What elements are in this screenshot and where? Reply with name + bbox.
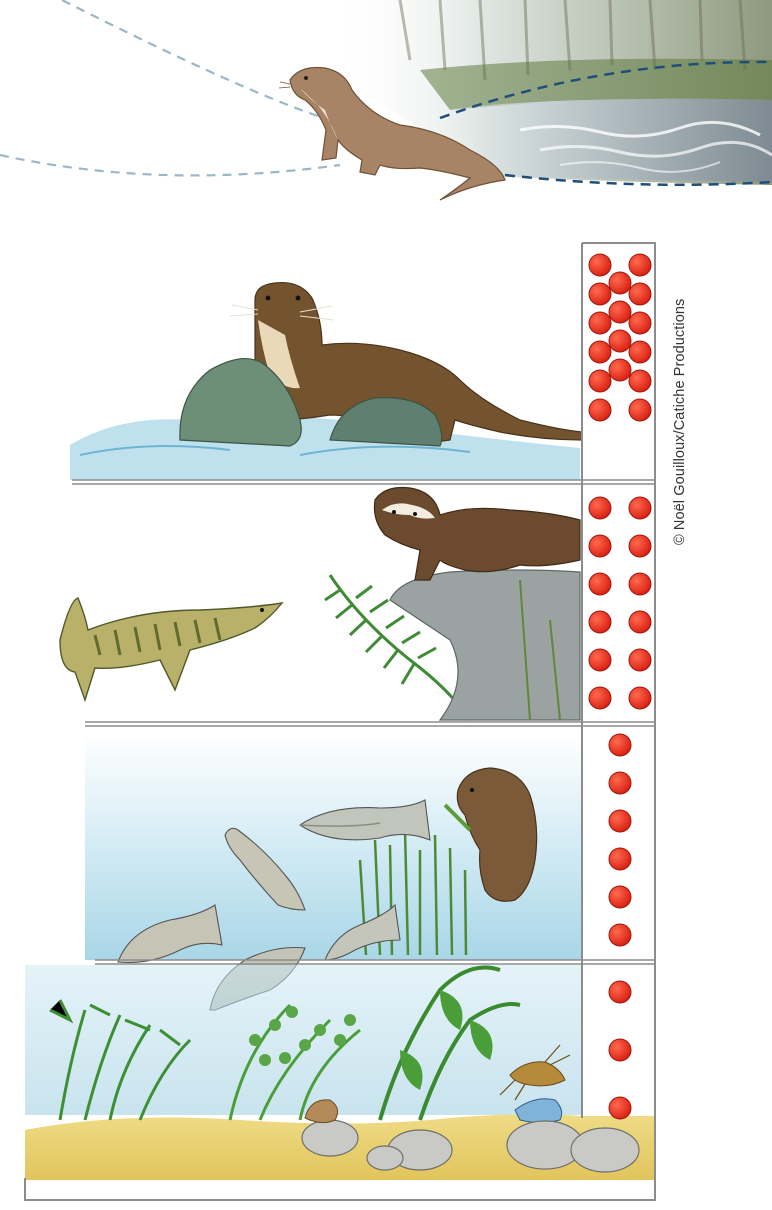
energy-dot-otter-9	[589, 370, 611, 392]
energy-dot-fish-vole-2	[609, 772, 631, 794]
energy-dot-otter-11	[589, 399, 611, 421]
energy-dot-polecat-pike-5	[589, 573, 611, 595]
energy-dot-otter-2	[629, 254, 651, 276]
energy-dot-otter-13	[609, 272, 631, 294]
energy-dot-otter-4	[629, 283, 651, 305]
energy-dot-otter-14	[609, 301, 631, 323]
energy-dot-fish-vole-1	[609, 734, 631, 756]
energy-dot-otter-12	[629, 399, 651, 421]
energy-dot-polecat-pike-2	[629, 497, 651, 519]
photo-credit: © Noël Gouilloux/Catiche Productions	[672, 299, 688, 545]
energy-dot-otter-8	[629, 341, 651, 363]
energy-dot-polecat-pike-12	[629, 687, 651, 709]
dashed-arc-left	[62, 0, 330, 120]
dashed-arc-bottom	[0, 155, 340, 175]
energy-dot-plants-invertebrates-3	[609, 1097, 631, 1119]
energy-dots-column	[589, 254, 651, 1119]
energy-dot-polecat-pike-1	[589, 497, 611, 519]
energy-dot-fish-vole-6	[609, 924, 631, 946]
energy-dot-polecat-pike-11	[589, 687, 611, 709]
energy-dot-polecat-pike-8	[629, 611, 651, 633]
energy-dot-plants-invertebrates-1	[609, 981, 631, 1003]
pike-illustration	[60, 598, 282, 700]
energy-dot-otter-6	[629, 312, 651, 334]
energy-dot-otter-15	[609, 330, 631, 352]
energy-dot-fish-vole-5	[609, 886, 631, 908]
energy-dot-polecat-pike-3	[589, 535, 611, 557]
energy-dot-polecat-pike-4	[629, 535, 651, 557]
energy-dot-plants-invertebrates-2	[609, 1039, 631, 1061]
level-plants-invertebrates	[25, 965, 655, 1180]
level-polecat-pike	[60, 488, 580, 721]
polecat-illustration	[374, 488, 580, 581]
energy-dot-polecat-pike-9	[589, 649, 611, 671]
energy-dot-fish-vole-3	[609, 810, 631, 832]
energy-dot-otter-16	[609, 359, 631, 381]
energy-dot-polecat-pike-7	[589, 611, 611, 633]
energy-dot-polecat-pike-10	[629, 649, 651, 671]
energy-dot-otter-5	[589, 312, 611, 334]
energy-dot-otter-3	[589, 283, 611, 305]
energy-dot-otter-7	[589, 341, 611, 363]
energy-dot-fish-vole-4	[609, 848, 631, 870]
level-otter	[70, 283, 582, 480]
energy-dot-otter-10	[629, 370, 651, 392]
energy-dot-polecat-pike-6	[629, 573, 651, 595]
energy-dot-otter-1	[589, 254, 611, 276]
